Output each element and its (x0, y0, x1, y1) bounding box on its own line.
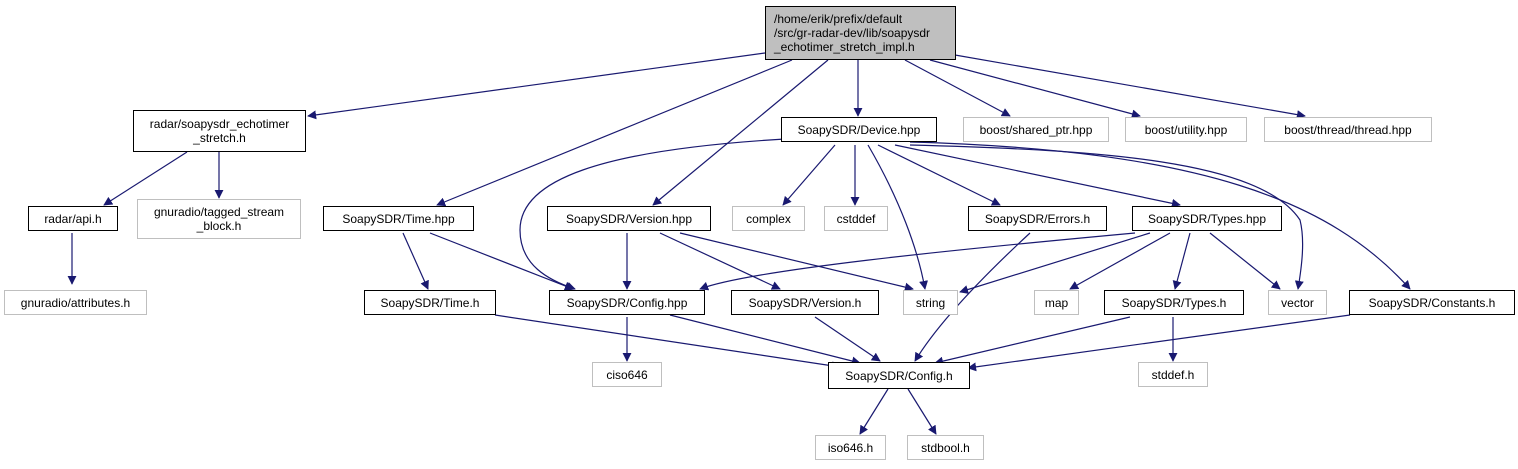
vector-node[interactable]: vector (1268, 290, 1327, 315)
edge-device-types-hpp (894, 144, 1181, 208)
string-node[interactable]: string (903, 290, 958, 315)
stddef-node[interactable]: stddef.h (1138, 362, 1208, 387)
edge-version-hpp-version-h (659, 232, 781, 290)
thread-node[interactable]: boost/thread/thread.hpp (1264, 117, 1432, 142)
edge-time-hpp-config-hpp (429, 232, 574, 291)
edge-types-hpp-config-hpp (699, 232, 1136, 291)
time-h-node[interactable]: SoapySDR/Time.h (364, 290, 496, 315)
stdbool-node[interactable]: stdbool.h (907, 435, 984, 460)
ciso646-node[interactable]: ciso646 (592, 362, 662, 387)
types-hpp-node[interactable]: SoapySDR/Types.hpp (1132, 206, 1282, 231)
api-h-node[interactable]: radar/api.h (28, 206, 118, 231)
edge-echotimer-api (103, 151, 188, 206)
version-h-node[interactable]: SoapySDR/Version.h (731, 290, 879, 315)
constants-h-node[interactable]: SoapySDR/Constants.h (1349, 290, 1515, 315)
edge-device-constants (909, 141, 1411, 290)
edge-config-h-iso646 (859, 388, 889, 435)
edge-config-h-stdbool (907, 388, 937, 435)
edge-types-h-config-h (934, 316, 1131, 366)
edge-root-thread (954, 54, 1306, 120)
version-hpp-node[interactable]: SoapySDR/Version.hpp (547, 206, 711, 231)
edge-version-hpp-string (679, 232, 914, 292)
edge-device-vector (909, 144, 1304, 290)
edge-root-version-hpp (652, 59, 829, 206)
edge-types-hpp-vector (1209, 232, 1281, 290)
tagged-stream-node[interactable]: gnuradio/tagged_stream _block.h (137, 199, 301, 239)
complex-node[interactable]: complex (732, 206, 805, 231)
cstddef-node[interactable]: cstddef (824, 206, 888, 231)
echotimer-stretch-node[interactable]: radar/soapysdr_echotimer _stretch.h (133, 110, 306, 152)
edge-root-time-hpp (436, 59, 793, 207)
root-file-node[interactable]: /home/erik/prefix/default /src/gr-radar-… (765, 6, 956, 60)
edge-device-complex (782, 144, 836, 206)
edge-types-hpp-map (1069, 232, 1171, 290)
time-hpp-node[interactable]: SoapySDR/Time.hpp (323, 206, 474, 231)
map-node[interactable]: map (1034, 290, 1079, 315)
types-h-node[interactable]: SoapySDR/Types.h (1104, 290, 1244, 315)
edge-device-string (867, 144, 928, 290)
errors-h-node[interactable]: SoapySDR/Errors.h (968, 206, 1107, 231)
config-hpp-node[interactable]: SoapySDR/Config.hpp (549, 290, 705, 315)
edge-types-hpp-string (959, 232, 1151, 294)
device-hpp-node[interactable]: SoapySDR/Device.hpp (781, 117, 937, 142)
edge-types-hpp-types-h (1172, 232, 1191, 290)
edge-root-utility (929, 59, 1141, 119)
edge-config-hpp-config-h (669, 314, 861, 366)
edge-root-shared-ptr (904, 59, 1011, 117)
attributes-node[interactable]: gnuradio/attributes.h (4, 290, 147, 315)
edge-time-h-config-h (494, 314, 841, 371)
edge-version-h-config-h (814, 316, 881, 362)
edge-time-hpp-time-h (402, 232, 429, 290)
config-h-node[interactable]: SoapySDR/Config.h (828, 362, 970, 389)
edge-errors-config-h (914, 232, 1031, 362)
shared-ptr-node[interactable]: boost/shared_ptr.hpp (963, 117, 1109, 142)
iso646-node[interactable]: iso646.h (815, 435, 886, 460)
edge-device-errors (877, 144, 1001, 206)
edge-root-echotimer (307, 52, 766, 120)
utility-node[interactable]: boost/utility.hpp (1125, 117, 1247, 142)
edge-device-config-hpp (519, 138, 786, 291)
edge-constants-config-h (967, 314, 1351, 372)
